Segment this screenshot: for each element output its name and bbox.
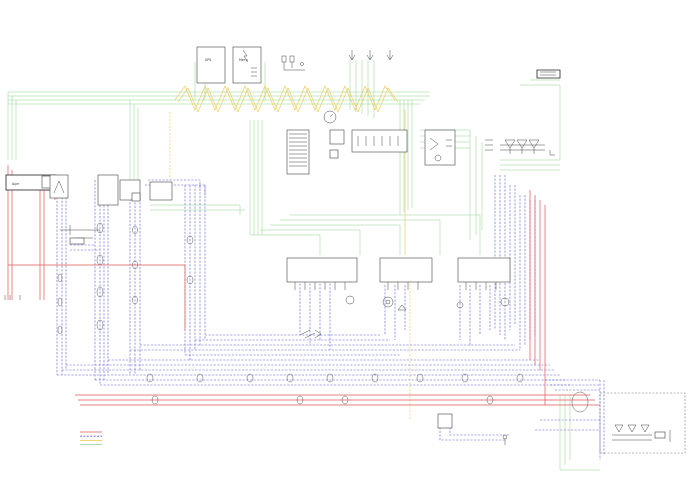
left-panel: Щит — [4, 174, 173, 300]
cabinet-box — [97, 174, 119, 206]
cable-bundle-markers — [57, 222, 589, 413]
bottom-device — [437, 413, 453, 429]
shield-box-label: Щит — [12, 182, 20, 186]
ups-box — [196, 46, 226, 84]
relay-box — [329, 129, 345, 145]
motor-2-icon — [382, 296, 394, 308]
meter-box-label: Метр — [239, 58, 248, 62]
unit-1 — [286, 257, 358, 283]
right-sensors — [485, 139, 555, 156]
unit-3 — [457, 257, 511, 283]
terminal-block — [351, 129, 408, 153]
sensor-block — [424, 129, 456, 166]
red-power-lines — [7, 165, 600, 406]
meter-box — [232, 46, 262, 84]
plc-module — [286, 129, 310, 175]
converter-box — [149, 181, 173, 201]
meter-gauge — [49, 174, 69, 199]
motor-1-icon — [345, 295, 355, 305]
ups-box-label: UPS — [205, 58, 211, 62]
top-right-device — [536, 69, 561, 79]
cabinet-outline — [599, 392, 686, 454]
legend — [80, 431, 102, 446]
blue-signal-network — [56, 175, 605, 460]
bottom-right-cabinet — [437, 392, 686, 454]
top-equipment: UPS Метр — [196, 46, 561, 84]
gauge-icon — [323, 110, 337, 124]
controller-area — [286, 110, 456, 175]
unit-2 — [379, 257, 433, 283]
main-units — [286, 257, 511, 339]
